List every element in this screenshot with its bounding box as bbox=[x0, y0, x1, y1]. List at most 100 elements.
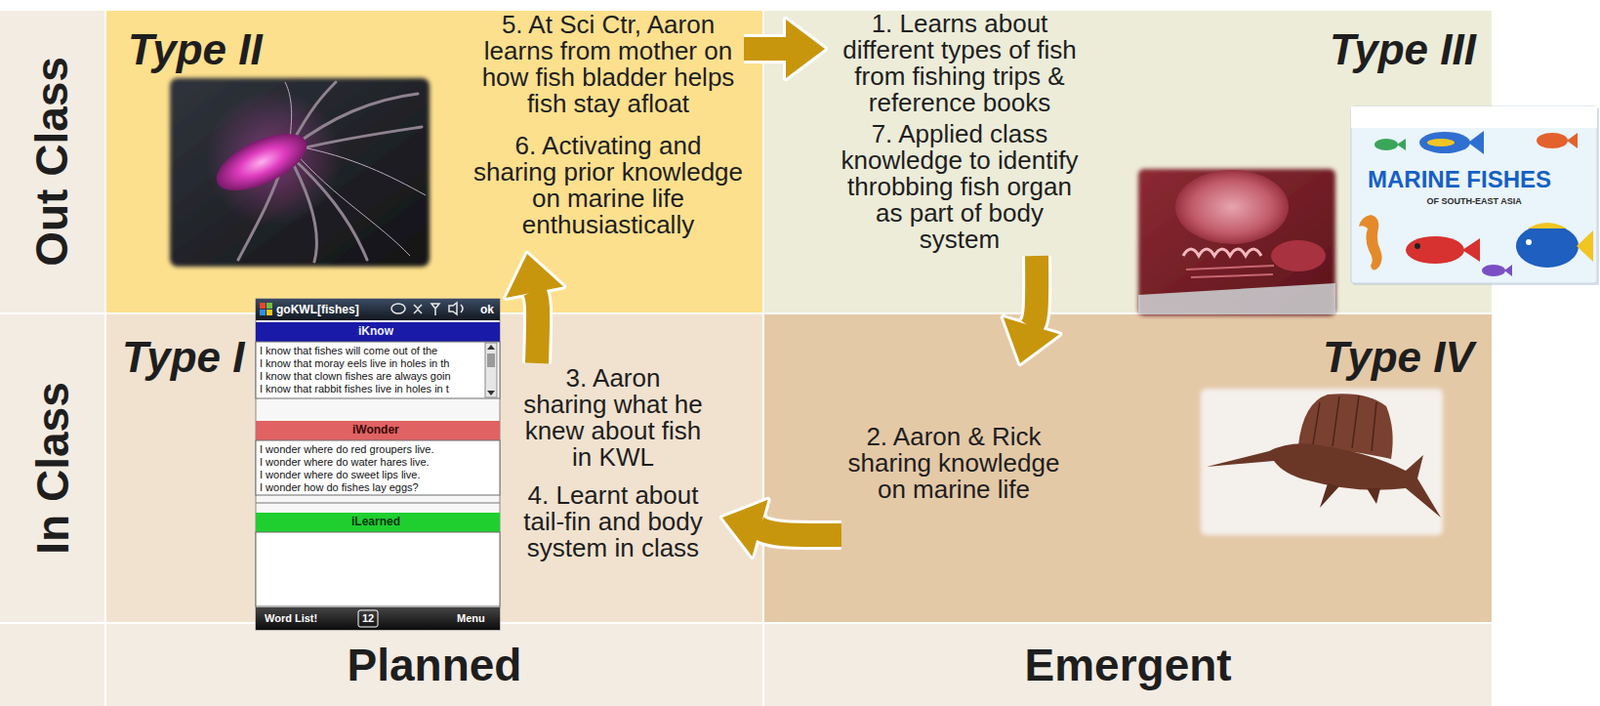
squid-photo-part bbox=[205, 89, 342, 227]
fish-drawing-part bbox=[1527, 222, 1567, 229]
arrow-shaft bbox=[1030, 255, 1037, 329]
list-item: I know that fishes will come out of the bbox=[259, 344, 438, 358]
step-note: 3. Aaron sharing what he knew about fish… bbox=[521, 365, 705, 471]
phone-screenshot-part bbox=[255, 298, 500, 630]
phone-screenshot-part bbox=[255, 607, 500, 630]
fish-drawing-part bbox=[1504, 264, 1513, 277]
arrow-outline bbox=[785, 19, 825, 79]
column-label: Planned bbox=[347, 639, 523, 692]
badge-number: 12 bbox=[362, 610, 374, 627]
phone-screenshot bbox=[255, 298, 500, 630]
book-title: MARINE FISHES bbox=[1367, 165, 1552, 194]
windows-logo-part bbox=[266, 302, 273, 309]
softkey-label: Word List! bbox=[264, 610, 318, 627]
arrow-outline bbox=[1030, 255, 1037, 329]
arrow-outline bbox=[743, 34, 790, 64]
list-item: I know that rabbit fishes live in holes … bbox=[259, 382, 450, 396]
status-icons-part bbox=[460, 304, 463, 313]
scrollbar-part bbox=[487, 344, 495, 396]
step-note: 2. Aaron & Rick sharing knowledge on mar… bbox=[840, 423, 1067, 503]
fish-drawing-part bbox=[1536, 132, 1568, 149]
fish-drawing bbox=[1374, 130, 1578, 155]
book-cover-part bbox=[1351, 106, 1598, 128]
book-cover-part bbox=[1351, 106, 1598, 284]
row-band: Out Class bbox=[0, 10, 105, 313]
fish-organ-photo-part bbox=[1175, 169, 1289, 245]
squid-photo-part-part bbox=[292, 82, 336, 142]
quadrant-title: Type IV bbox=[1322, 332, 1475, 383]
squid-photo-part-part bbox=[297, 146, 426, 196]
fish-organ-photo-part bbox=[1186, 265, 1274, 278]
phone-screenshot-part bbox=[358, 610, 378, 627]
column-band: Emergent bbox=[764, 623, 1492, 706]
fish-organ-photo-part bbox=[1138, 283, 1336, 315]
squid-photo-part bbox=[169, 78, 430, 267]
fish-organ-photo-part bbox=[1183, 248, 1262, 256]
sailfish-photo-part bbox=[1312, 395, 1377, 452]
arrow-outline bbox=[505, 253, 564, 298]
book-cover bbox=[1351, 106, 1600, 286]
squid-photo-part-part bbox=[294, 152, 411, 256]
section-header: iKnow bbox=[358, 323, 394, 340]
fish-drawing-part bbox=[1576, 230, 1594, 262]
arrow-head bbox=[785, 19, 825, 79]
phone-screenshot-part bbox=[255, 532, 500, 607]
step-note: 4. Learnt about tail-fin and body system… bbox=[515, 482, 711, 562]
softkey-label: Menu bbox=[456, 610, 486, 627]
phone-screenshot-part bbox=[255, 440, 500, 495]
fish-organ-photo-part bbox=[1138, 168, 1336, 316]
fish-drawing-part bbox=[1516, 224, 1579, 268]
fish-drawing bbox=[1405, 222, 1594, 277]
fish-drawing-part bbox=[1427, 138, 1455, 147]
status-icons-part bbox=[449, 302, 457, 315]
status-icons-part bbox=[391, 303, 406, 314]
windows-logo bbox=[259, 302, 273, 316]
list-item: I wonder where do red groupers live. bbox=[259, 443, 435, 456]
arrow-outline bbox=[533, 289, 538, 364]
squid-photo bbox=[169, 78, 430, 267]
fish-drawing-part bbox=[1481, 264, 1506, 277]
scrollbar bbox=[485, 342, 497, 398]
scrollbar-part bbox=[487, 353, 495, 368]
sailfish-photo bbox=[1200, 388, 1443, 535]
phone-screenshot-part bbox=[255, 502, 500, 504]
fish-drawing-part bbox=[1374, 138, 1398, 151]
flow-arrow bbox=[743, 19, 825, 79]
arrow-shaft bbox=[758, 527, 842, 535]
quadrant-title: Type II bbox=[127, 25, 263, 76]
quadrant-title: Type III bbox=[1329, 25, 1477, 76]
section-header: iWonder bbox=[352, 421, 400, 439]
fish-organ-photo-part bbox=[1271, 240, 1326, 272]
step-note: 7. Applied class knowledge to identify t… bbox=[836, 121, 1083, 253]
arrow-shaft bbox=[743, 37, 790, 61]
app-title: goKWL[fishes] bbox=[276, 300, 360, 319]
sailfish-photo-part bbox=[1200, 388, 1443, 535]
fish-drawing-part bbox=[1419, 131, 1471, 154]
list-item: I know that moray eels live in holes in … bbox=[259, 357, 450, 370]
step-note: 1. Learns about different types of fish … bbox=[836, 10, 1083, 117]
status-icons-part bbox=[431, 303, 440, 316]
phone-screenshot-part bbox=[255, 512, 500, 533]
fish-drawing-part bbox=[1405, 236, 1465, 264]
squid-photo-part bbox=[285, 82, 426, 256]
list-item: I wonder where do sweet lips live. bbox=[259, 468, 420, 482]
fish-drawing-part bbox=[1396, 138, 1406, 151]
status-icons-part bbox=[413, 304, 422, 314]
seahorse-drawing bbox=[1358, 214, 1383, 271]
phone-screenshot-part bbox=[255, 420, 500, 441]
phone-screenshot-part bbox=[255, 298, 500, 321]
row-label: Out Class bbox=[26, 56, 79, 267]
row-band: In Class bbox=[0, 314, 105, 622]
step-note: 6. Activating and sharing prior knowledg… bbox=[471, 132, 745, 239]
arrow-head bbox=[722, 499, 769, 557]
sailfish-photo-part bbox=[1319, 483, 1381, 508]
phone-screenshot-part bbox=[255, 341, 500, 399]
arrow-shaft bbox=[533, 289, 538, 364]
column-label: Emergent bbox=[1025, 639, 1232, 692]
flow-arrow bbox=[722, 499, 842, 557]
fish-drawing-part bbox=[1525, 239, 1532, 246]
softkey-label: ok bbox=[480, 300, 494, 319]
seahorse-drawing-part bbox=[1358, 214, 1383, 271]
squid-photo-part-part bbox=[297, 126, 422, 150]
